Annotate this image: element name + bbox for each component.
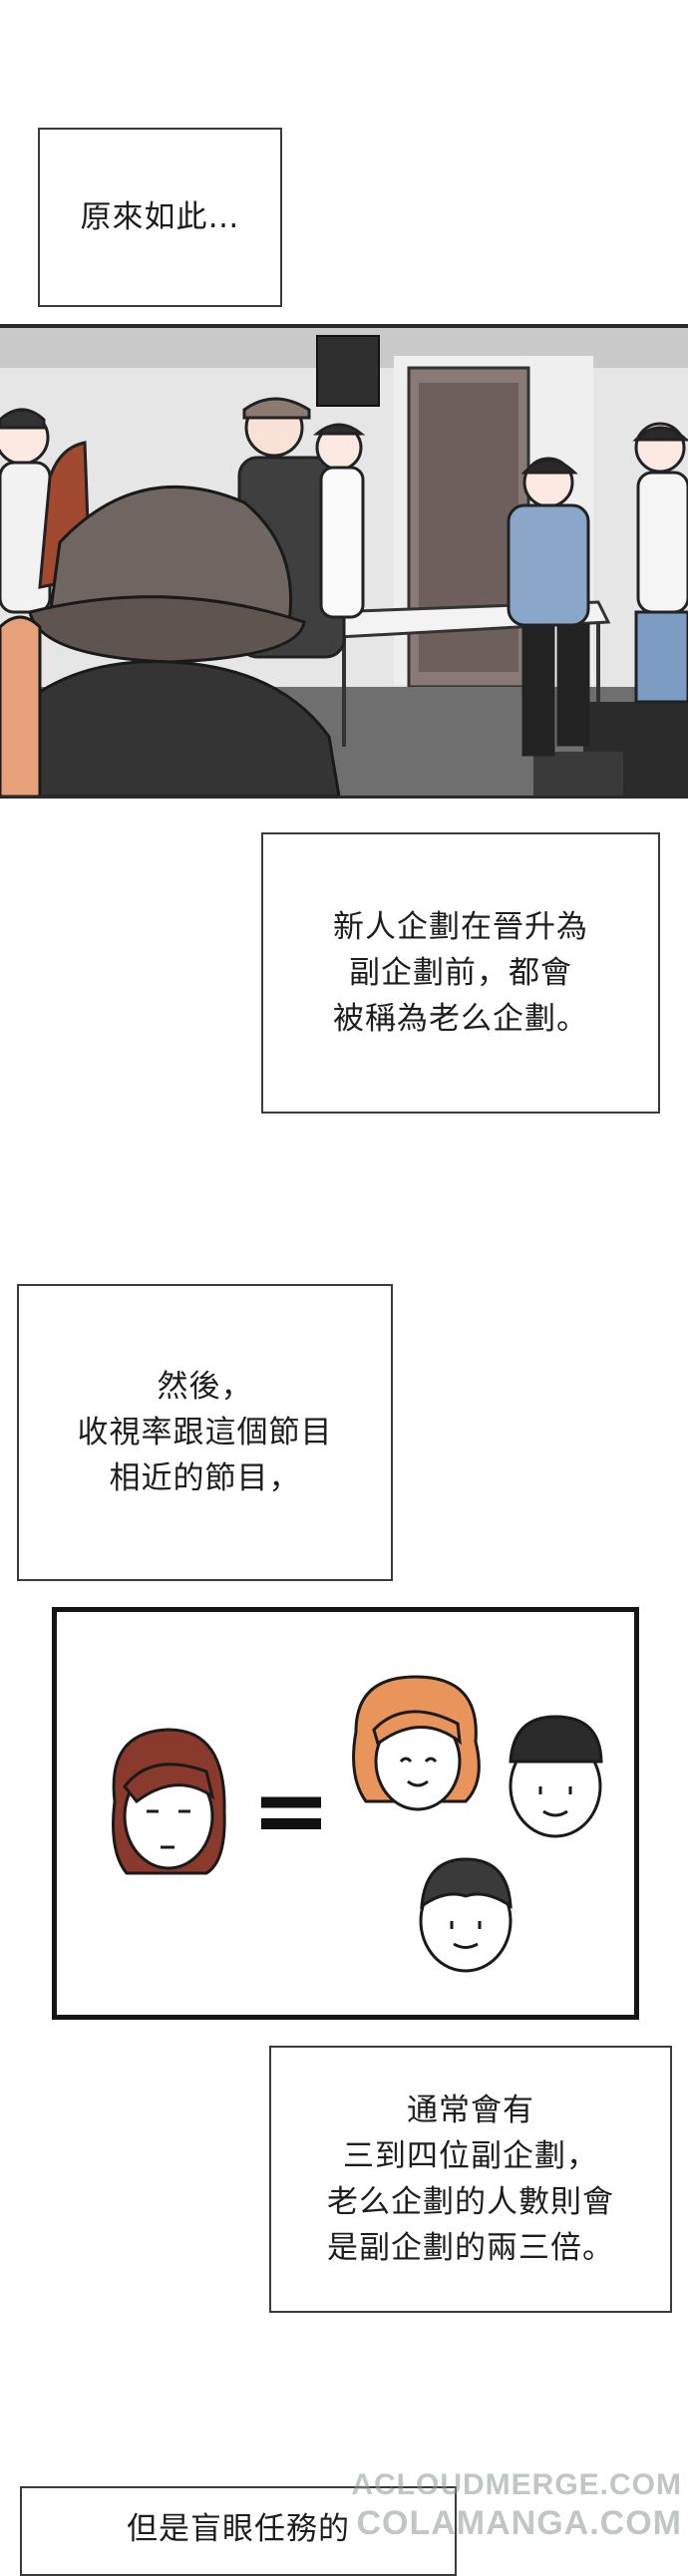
caption-text: 通常會有 三到四位副企劃， 老么企劃的人數則會 是副企劃的兩三倍。: [327, 2093, 614, 2266]
equals-symbol: =: [251, 1755, 331, 1866]
caption-text: 原來如此…: [80, 199, 240, 235]
faces-panel: =: [52, 1607, 639, 2020]
party-scene-illustration: [0, 328, 688, 796]
short-hair-face: [419, 1857, 513, 1973]
watermark-line-2: COLAMANGA.COM: [356, 2504, 682, 2542]
faces-illustration: =: [112, 1675, 603, 1973]
caption-box: 然後， 收視率跟這個節目 相近的節目，: [17, 1284, 393, 1581]
auburn-hair-face: [112, 1728, 226, 1875]
caption-text: 然後， 收視率跟這個節目 相近的節目，: [77, 1369, 333, 1496]
caption-box: 新人企劃在晉升為 副企劃前，都會 被稱為老么企劃。: [261, 832, 660, 1114]
watermark-line-1: ACLOUDMERGE.COM: [351, 2468, 682, 2501]
orange-hair-face: [352, 1675, 481, 1811]
cap-face: [509, 1715, 603, 1838]
caption-box: 通常會有 三到四位副企劃， 老么企劃的人數則會 是副企劃的兩三倍。: [269, 2046, 672, 2313]
caption-text: 但是盲眼任務的: [127, 2511, 350, 2547]
party-scene-panel: [0, 324, 688, 799]
caption-box: 原來如此…: [38, 128, 282, 307]
caption-text: 新人企劃在晉升為 副企劃前，都會 被稱為老么企劃。: [333, 909, 588, 1037]
